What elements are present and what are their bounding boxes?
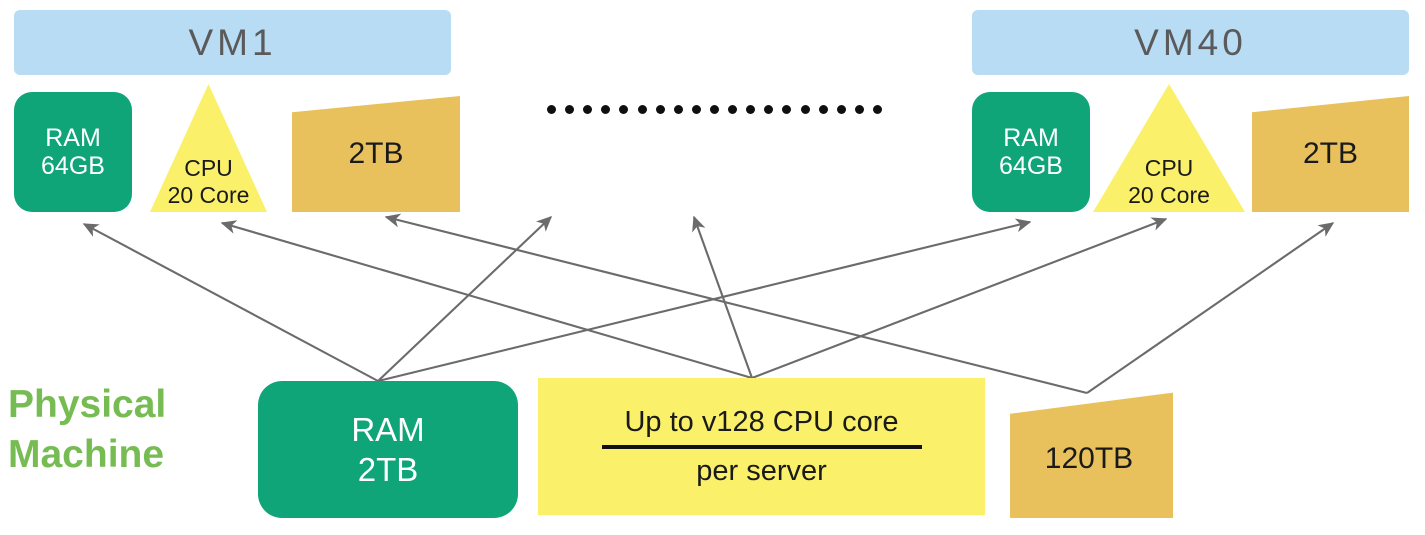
arrow-pram-to-middle — [377, 216, 553, 382]
physical-cpu-numerator: Up to v128 CPU core — [624, 405, 899, 438]
vm1-storage-shape — [292, 96, 460, 212]
ellipsis-dot — [836, 104, 846, 114]
ellipsis-dot — [782, 104, 792, 114]
vm40-storage-label: 2TB — [1302, 137, 1359, 170]
vm40-cpu-line2: 20 Core — [1128, 181, 1210, 208]
vm40-cpu-line1: CPU — [1144, 155, 1194, 182]
physical-machine-label: Physical Machine — [8, 380, 166, 480]
vm1-header: VM1 — [14, 10, 451, 75]
vm1-storage-shape-wrap: 2TB — [292, 96, 460, 212]
vm-ellipsis-dots — [547, 103, 882, 115]
vm40-cpu-triangle: CPU 20 Core — [1093, 84, 1245, 212]
vm1-ram-line1: RAM — [45, 124, 101, 152]
ellipsis-dot — [565, 104, 575, 114]
vm1-ram-box: RAM 64GB — [14, 92, 132, 212]
ellipsis-dot — [655, 104, 665, 114]
ellipsis-dot — [583, 104, 593, 114]
ellipsis-dot — [764, 104, 774, 114]
physical-ram-box: RAM 2TB — [258, 381, 518, 518]
ellipsis-dot — [728, 104, 738, 114]
ellipsis-dot — [854, 104, 864, 114]
arrow-pstore-to-vm1-storage — [384, 213, 1088, 395]
physical-cpu-fraction-bar — [601, 444, 922, 449]
vm1-cpu-triangle: CPU 20 Core — [150, 84, 267, 212]
vm40-title: VM40 — [1134, 21, 1247, 63]
arrow-pcpu-to-vm40-cpu — [751, 217, 1168, 379]
physical-machine-line2: Machine — [8, 432, 165, 476]
ellipsis-dot — [709, 104, 719, 114]
arrow-pcpu-to-middle — [692, 215, 753, 379]
ellipsis-dot — [637, 104, 647, 114]
vm1-cpu-line1: CPU — [184, 155, 233, 182]
ellipsis-dot — [872, 104, 882, 114]
vm1-ram-line2: 64GB — [41, 152, 105, 180]
vm40-ram-line2: 64GB — [999, 152, 1063, 180]
physical-storage-shape — [1010, 392, 1173, 518]
vm40-storage-shape-wrap: 2TB — [1252, 96, 1409, 212]
physical-ram-line2: 2TB — [357, 450, 419, 488]
ellipsis-dot — [547, 104, 556, 114]
physical-storage-label: 120TB — [1044, 442, 1134, 475]
vm40-header: VM40 — [972, 10, 1409, 75]
ellipsis-dot — [818, 104, 828, 114]
vm1-title: VM1 — [188, 21, 277, 63]
ellipsis-dot — [601, 104, 611, 114]
physical-storage-shape-wrap: 120TB — [1005, 386, 1173, 518]
vm1-cpu-line2: 20 Core — [167, 181, 250, 208]
physical-cpu-denominator: per server — [696, 454, 827, 487]
vm40-cpu-label: CPU 20 Core — [1093, 155, 1245, 208]
arrow-pram-to-vm40-ram — [377, 218, 1032, 383]
ellipsis-dot — [673, 104, 683, 114]
ellipsis-dot — [800, 104, 810, 114]
physical-cpu-box: Up to v128 CPU core per server — [538, 378, 985, 515]
arrow-pcpu-to-vm1-cpu — [220, 220, 753, 380]
physical-ram-line1: RAM — [351, 410, 425, 448]
vm40-ram-line1: RAM — [1003, 124, 1059, 152]
vm40-ram-box: RAM 64GB — [972, 92, 1090, 212]
arrow-pram-to-vm1-ram — [82, 223, 379, 382]
ellipsis-dot — [691, 104, 701, 114]
vm40-storage-shape — [1252, 96, 1409, 212]
physical-machine-line1: Physical — [8, 383, 167, 426]
vm1-cpu-label: CPU 20 Core — [150, 155, 267, 208]
arrow-pstore-to-vm40-storage — [1086, 222, 1335, 394]
ellipsis-dot — [746, 104, 756, 114]
vm1-storage-label: 2TB — [348, 137, 404, 170]
ellipsis-dot — [619, 104, 629, 114]
